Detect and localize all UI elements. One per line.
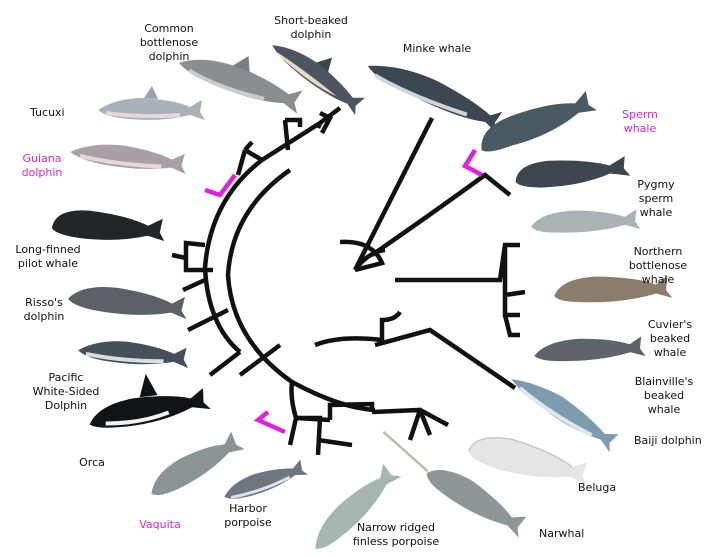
branch-delph-arc xyxy=(205,160,262,352)
vaquita-highlight xyxy=(258,412,285,432)
branch-monodontid xyxy=(372,410,448,440)
harbor-porpoise-illustration xyxy=(221,457,309,505)
label-sperm-whale: Sperm whale xyxy=(622,108,658,136)
label-tucuxi: Tucuxi xyxy=(30,106,65,120)
branch-baiji xyxy=(375,330,515,388)
label-beluga: Beluga xyxy=(578,481,616,495)
branch-main-arc xyxy=(228,170,375,410)
label-pygmy-sperm-whale: Pygmy sperm whale xyxy=(627,178,686,220)
label-harbor-porpoise: Harbor porpoise xyxy=(224,502,272,530)
label-guiana-dolphin: Guiana dolphin xyxy=(22,152,63,180)
branch-porpoise-tips xyxy=(290,418,352,455)
branch-risso xyxy=(183,280,205,290)
branch-beaked xyxy=(395,245,525,335)
pilot-whale-illustration xyxy=(51,208,166,244)
guiana-dolphin-illustration xyxy=(69,140,188,174)
label-rissos-dolphin: Risso's dolphin xyxy=(24,296,65,324)
branch-orca xyxy=(210,345,280,375)
sperm-highlight xyxy=(465,150,482,175)
label-common-bottlenose-dolphin: Common bottlenose dolphin xyxy=(140,22,198,64)
northern-bottlenose-whale-illustration xyxy=(530,207,640,235)
branch-physeter xyxy=(372,175,510,255)
minke-whale-illustration xyxy=(363,55,506,133)
pygmy-sperm-whale-illustration xyxy=(514,154,631,190)
tucuxi-illustration xyxy=(98,86,205,120)
tree-branches xyxy=(172,108,525,455)
orca-illustration xyxy=(83,364,212,434)
beluga-illustration xyxy=(466,430,592,491)
label-narwhal: Narwhal xyxy=(539,527,584,541)
rissos-dolphin-illustration xyxy=(67,283,189,321)
baiji-dolphin-illustration xyxy=(506,369,621,452)
label-pacific-white-sided-dolphin: Pacific White-Sided Dolphin xyxy=(33,371,100,413)
label-orca: Orca xyxy=(79,456,105,470)
blainvilles-beaked-whale-illustration xyxy=(533,334,645,364)
label-vaquita: Vaquita xyxy=(139,518,180,532)
label-short-beaked-dolphin: Short-beaked dolphin xyxy=(274,14,348,42)
label-baiji-dolphin: Baiji dolphin xyxy=(634,434,702,448)
label-minke-whale: Minke whale xyxy=(403,42,471,56)
label-long-finned-pilot-whale: Long-finned pilot whale xyxy=(15,243,80,271)
pacific-white-sided-dolphin-illustration xyxy=(77,338,189,368)
illustrations xyxy=(51,26,672,557)
label-narrow-ridged-finless-porpoise: Narrow ridged finless porpoise xyxy=(353,521,439,549)
label-northern-bottlenose-whale: Northern bottlenose whale xyxy=(629,245,687,287)
label-cuviers-beaked-whale: Cuvier's beaked whale xyxy=(648,318,693,360)
highlight-branches xyxy=(205,150,482,432)
label-blainvilles-beaked-whale: Blainville's beaked whale xyxy=(635,375,694,417)
